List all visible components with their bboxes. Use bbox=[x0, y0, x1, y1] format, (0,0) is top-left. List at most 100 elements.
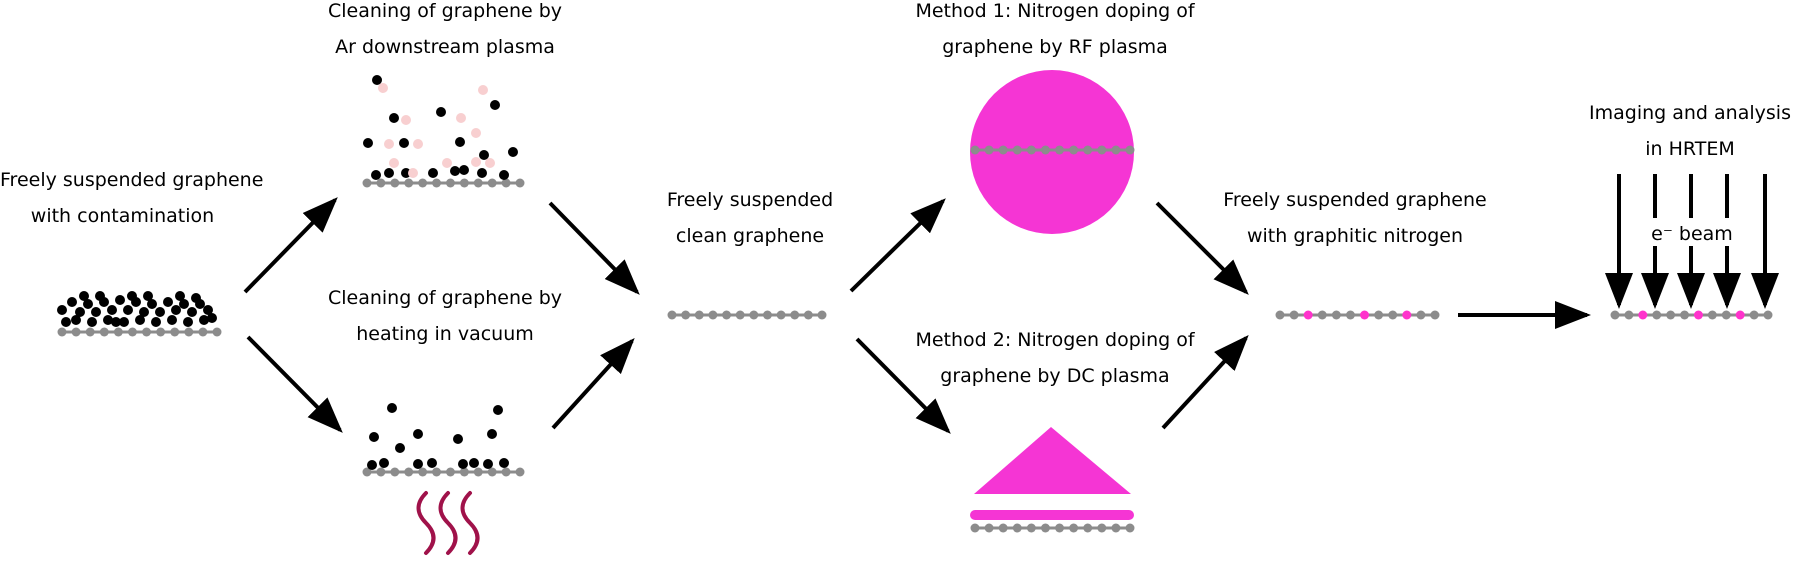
label-contaminated: Freely suspended graphene with contamina… bbox=[0, 162, 264, 234]
carbon-atom bbox=[473, 467, 483, 477]
contamination-particle bbox=[79, 291, 89, 301]
contamination-particle bbox=[199, 315, 209, 325]
carbon-atom bbox=[1111, 523, 1121, 533]
carbon-atom bbox=[1721, 310, 1731, 320]
label-heating-line2: heating in vacuum bbox=[356, 323, 534, 345]
carbon-atom bbox=[667, 310, 677, 320]
label-doped-line1: Freely suspended graphene bbox=[1223, 189, 1487, 211]
carbon-atom bbox=[984, 145, 994, 155]
carbon-atom bbox=[1666, 310, 1676, 320]
label-dc-doping: Method 2: Nitrogen doping of graphene by… bbox=[895, 322, 1215, 394]
carbon-atom bbox=[1040, 523, 1050, 533]
contamination-particle bbox=[459, 165, 469, 175]
nitrogen-atom bbox=[1735, 310, 1745, 320]
label-hrtem-line1: Imaging and analysis bbox=[1589, 102, 1791, 124]
carbon-atom bbox=[1275, 310, 1285, 320]
carbon-atom bbox=[708, 310, 718, 320]
contamination-particle bbox=[175, 291, 185, 301]
removed-contamination-particle bbox=[389, 158, 399, 168]
carbon-atom bbox=[515, 467, 525, 477]
arrow-icon bbox=[1155, 201, 1249, 295]
contamination-particle bbox=[115, 295, 125, 305]
beam-label: e⁻ beam bbox=[1651, 223, 1733, 245]
carbon-atom bbox=[473, 178, 483, 188]
nitrogen-atom bbox=[1360, 310, 1370, 320]
carbon-atom bbox=[459, 467, 469, 477]
carbon-atom bbox=[113, 327, 123, 337]
contamination-particle bbox=[363, 138, 373, 148]
label-clean-line1: Freely suspended bbox=[666, 189, 834, 211]
carbon-atom bbox=[1707, 310, 1717, 320]
contamination-particle bbox=[369, 432, 379, 442]
carbon-atom bbox=[1345, 310, 1355, 320]
contamination-particle bbox=[493, 405, 503, 415]
carbon-atom bbox=[776, 310, 786, 320]
label-ar-plasma: Cleaning of graphene by Ar downstream pl… bbox=[300, 0, 590, 65]
removed-contamination-particle bbox=[442, 158, 452, 168]
contamination-particle bbox=[367, 460, 377, 470]
carbon-atom bbox=[445, 467, 455, 477]
removed-contamination-particle bbox=[471, 157, 481, 167]
contamination-particle bbox=[61, 317, 71, 327]
carbon-atom bbox=[1083, 145, 1093, 155]
nitrogen-atom bbox=[1402, 310, 1412, 320]
carbon-atom bbox=[1374, 310, 1384, 320]
contamination-particle bbox=[428, 168, 438, 178]
contamination-particle bbox=[372, 75, 382, 85]
carbon-atom bbox=[1012, 523, 1022, 533]
contamination-particle bbox=[490, 100, 500, 110]
label-contaminated-line2: with contamination bbox=[30, 205, 215, 227]
contamination-particle bbox=[389, 113, 399, 123]
nitrogen-atom bbox=[1638, 310, 1648, 320]
contamination-particle bbox=[155, 307, 165, 317]
carbon-atom bbox=[85, 327, 95, 337]
carbon-atom bbox=[362, 178, 372, 188]
carbon-atom bbox=[1055, 145, 1065, 155]
label-contaminated-line1: Freely suspended graphene bbox=[0, 169, 264, 191]
dc-plasma-plate bbox=[970, 510, 1134, 520]
contamination-particle bbox=[143, 291, 153, 301]
contamination-particle bbox=[499, 170, 509, 180]
contamination-particle bbox=[427, 458, 437, 468]
contamination-particle bbox=[379, 458, 389, 468]
carbon-atom bbox=[71, 327, 81, 337]
carbon-atom bbox=[212, 327, 222, 337]
contamination-particle bbox=[477, 168, 487, 178]
contamination-particle bbox=[395, 443, 405, 453]
label-heating-line1: Cleaning of graphene by bbox=[327, 287, 563, 309]
removed-contamination-particle bbox=[456, 113, 466, 123]
dc-plasma-electrode-icon bbox=[974, 427, 1131, 494]
carbon-atom bbox=[487, 467, 497, 477]
carbon-atom bbox=[390, 467, 400, 477]
carbon-atom bbox=[390, 178, 400, 188]
contamination-particle bbox=[107, 305, 117, 315]
carbon-atom bbox=[1055, 523, 1065, 533]
contamination-particle bbox=[469, 458, 479, 468]
carbon-atom bbox=[1111, 145, 1121, 155]
contamination-particle bbox=[123, 305, 133, 315]
contamination-particle bbox=[139, 307, 149, 317]
contamination-particle bbox=[187, 307, 197, 317]
carbon-atom bbox=[681, 310, 691, 320]
contamination-particle bbox=[207, 313, 217, 323]
contamination-particle bbox=[203, 305, 213, 315]
contamination-particle bbox=[135, 315, 145, 325]
arrow-icon bbox=[551, 338, 635, 430]
contamination-particle bbox=[413, 459, 423, 469]
carbon-atom bbox=[1012, 145, 1022, 155]
arrow-icon bbox=[849, 198, 946, 293]
label-rf-doping-line1: Method 1: Nitrogen doping of bbox=[915, 0, 1195, 22]
carbon-atom bbox=[762, 310, 772, 320]
contamination-particle bbox=[436, 107, 446, 117]
flow-arrows bbox=[243, 197, 1591, 434]
carbon-atom bbox=[1289, 310, 1299, 320]
carbon-atom bbox=[1749, 310, 1759, 320]
carbon-atom bbox=[57, 327, 67, 337]
contamination-particle bbox=[453, 434, 463, 444]
carbon-atom bbox=[432, 467, 442, 477]
label-dc-doping-line2: graphene by DC plasma bbox=[940, 365, 1170, 387]
carbon-atom bbox=[1624, 310, 1634, 320]
contamination-particle bbox=[83, 299, 93, 309]
contamination-particle bbox=[71, 315, 81, 325]
